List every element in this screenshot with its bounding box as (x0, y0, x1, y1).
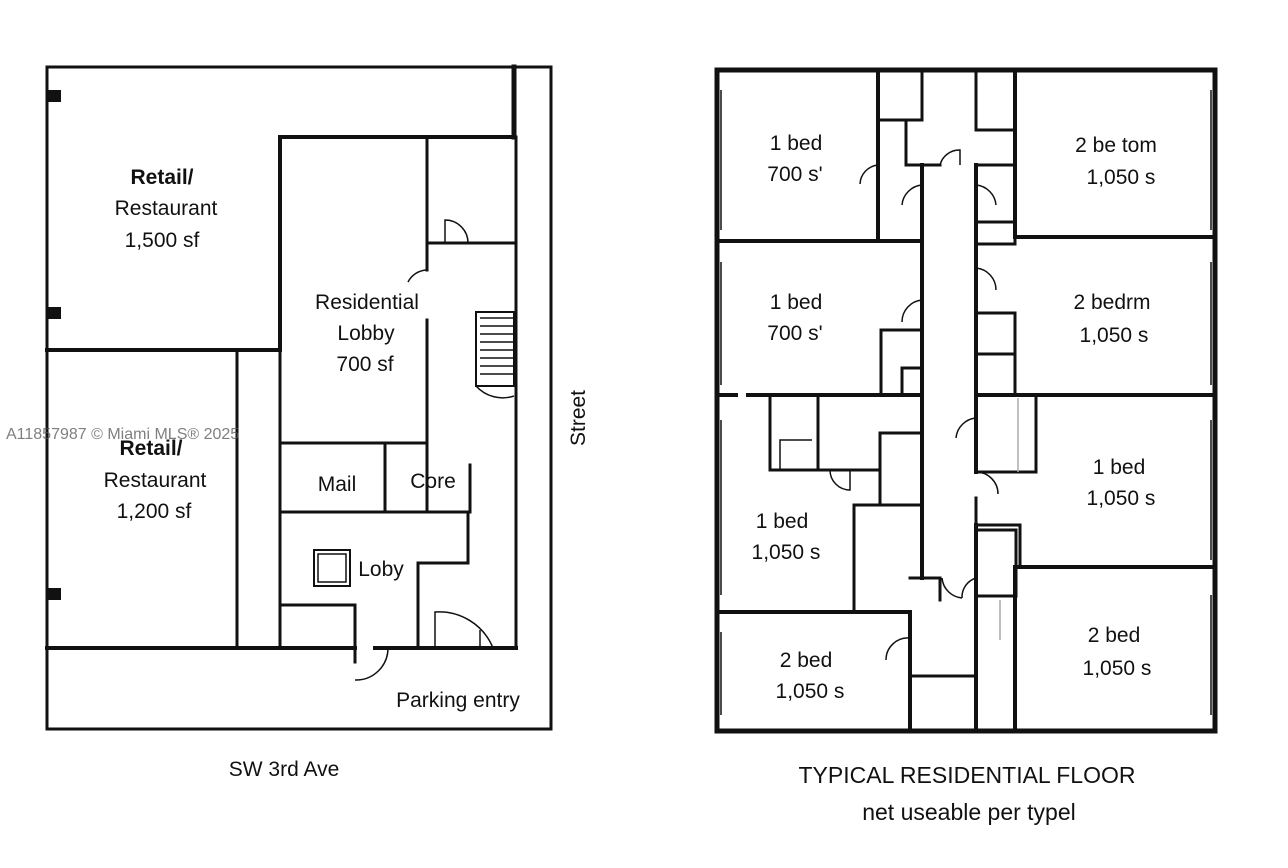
unit-4-type: 2 bedrm (1073, 291, 1150, 314)
stair-symbol (475, 311, 515, 399)
unit-5-type: 1 bed (756, 510, 809, 533)
parking-entry-label: Parking entry (396, 689, 520, 712)
core-label: Core (410, 470, 456, 493)
unit-5-closet (768, 393, 820, 472)
unit-3-closet (900, 366, 924, 397)
loby-label: Loby (358, 558, 404, 581)
retail-2-subtitle: Restaurant (104, 469, 207, 492)
retail-2-title: Retail/ (119, 437, 182, 460)
unit-3-bath (879, 328, 924, 397)
window-marks (720, 90, 1212, 715)
unit-1-area: 700 s' (767, 163, 822, 186)
residential-floor-plan: 1 bed 700 s' 2 be tom 1,050 s 1 bed 700 … (714, 67, 1218, 825)
unit-5-east-wall (852, 503, 924, 614)
double-door (434, 611, 494, 649)
unit-5-area: 1,050 s (752, 541, 821, 564)
parking-door (354, 647, 389, 681)
street-label: Street (567, 390, 590, 446)
unit-4-area: 1,050 s (1080, 324, 1149, 347)
unit-5-bath-wall (816, 431, 924, 472)
unit-7-area: 1,050 s (776, 680, 845, 703)
unit-4-bath (974, 311, 1017, 397)
bottom-vestibule (908, 576, 942, 602)
elevator-cab (317, 553, 347, 583)
unit-2-type: 2 be tom (1075, 134, 1157, 157)
retail-1-subtitle: Restaurant (115, 197, 218, 220)
unit-2-closet (974, 220, 1017, 246)
unit-6-area: 1,050 s (1087, 487, 1156, 510)
watermark: A11857987 © Miami MLS® 2025 (6, 426, 239, 443)
unit-7-type: 2 bed (780, 649, 833, 672)
unit-6-entry (974, 496, 1022, 569)
unit-3-area: 700 s' (767, 322, 822, 345)
storage-door (444, 219, 469, 244)
ground-floor-outline (45, 65, 553, 731)
residential-floor-outline (714, 67, 1218, 734)
residential-lobby-title: Residential (315, 291, 419, 314)
residential-lobby-area: 700 sf (336, 353, 393, 376)
unit-6-closet (974, 396, 1038, 474)
unit-3-type: 1 bed (770, 291, 823, 314)
mail-label: Mail (318, 473, 357, 496)
avenue-caption: SW 3rd Ave (229, 758, 340, 781)
retail-2-area: 1,200 sf (117, 500, 192, 523)
unit-2-area: 1,050 s (1087, 166, 1156, 189)
vestibule-west (904, 118, 942, 167)
lobby-door (407, 269, 428, 283)
residential-lobby-subtitle: Lobby (337, 322, 395, 345)
unit-5-closet-inner (779, 439, 812, 470)
elevator-symbol (313, 549, 351, 587)
unit-5-bath (878, 468, 924, 507)
residential-floor-subcaption: net useable per typel (862, 799, 1076, 825)
retail-1-area: 1,500 sf (125, 229, 200, 252)
unit-8-area: 1,050 s (1083, 657, 1152, 680)
loby-east-wall (416, 510, 470, 650)
ground-floor-plan: Retail/ Restaurant 1,500 sf Retail/ Rest… (45, 64, 590, 781)
closet-top-west (876, 68, 924, 122)
residential-floor-caption: TYPICAL RESIDENTIAL FLOOR (799, 762, 1136, 788)
facade-marker-2 (47, 307, 61, 319)
closet-top-east (974, 68, 1017, 132)
unit-6-type: 1 bed (1093, 456, 1146, 479)
unit-1-type: 1 bed (770, 132, 823, 155)
unit-8-closet (974, 528, 1018, 598)
door-swings (829, 149, 999, 661)
facade-marker-3 (47, 588, 61, 600)
unit-8-type: 2 bed (1088, 624, 1141, 647)
facade-marker-1 (47, 90, 61, 102)
bottom-closet (908, 674, 978, 733)
retail-1-title: Retail/ (130, 166, 193, 189)
